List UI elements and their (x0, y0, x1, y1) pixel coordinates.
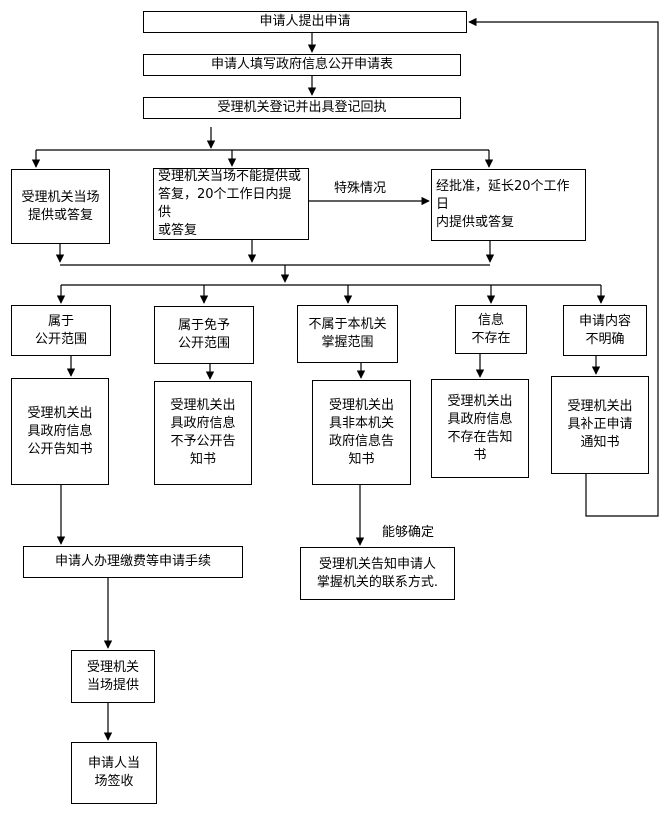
node-cat-not-held-text: 不属于本机关 掌握范围 (308, 317, 387, 350)
node-cat-exempt: 属于免予 公开范围 (154, 306, 254, 364)
node-sign-spot-text: 申请人当 场签收 (87, 756, 140, 789)
node-register-text: 受理机关登记并出具登记回执 (217, 100, 387, 115)
node-within-20: 受理机关当场不能提供或 答复，20个工作日内提供 或答复 (153, 168, 309, 240)
node-procedures-text: 申请人办理缴费等申请手续 (54, 554, 211, 569)
node-apply: 申请人提出申请 (143, 11, 467, 33)
node-procedures: 申请人办理缴费等申请手续 (23, 546, 243, 578)
node-cat-unclear-text: 申请内容 不明确 (578, 313, 631, 347)
node-cat-not-held: 不属于本机关 掌握范围 (297, 305, 398, 363)
node-notice-public-text: 受理机关出 具政府信息 公开告知书 (27, 405, 93, 457)
node-cat-unclear: 申请内容 不明确 (563, 305, 647, 356)
node-extend-20-text: 经批准，延长20个工作日 内提供或答复 (436, 179, 570, 230)
node-cat-not-exist: 信息 不存在 (455, 305, 527, 354)
node-register: 受理机关登记并出具登记回执 (143, 97, 461, 119)
node-notice-not-exist-text: 受理机关出 具政府信息 不存在告知 书 (447, 393, 513, 463)
node-notice-exempt: 受理机关出 具政府信息 不予公开告 知书 (154, 381, 252, 485)
node-on-spot: 受理机关当场 提供或答复 (11, 169, 110, 244)
node-provide-spot-text: 受理机关 当场提供 (86, 659, 139, 693)
node-cat-exempt-text: 属于免予 公开范围 (177, 318, 230, 351)
node-notice-not-held-text: 受理机关出 具非本机关 政府信息告 知书 (328, 397, 394, 467)
node-provide-spot: 受理机关 当场提供 (71, 650, 155, 703)
node-inform-contact: 受理机关告知申请人 掌握机关的联系方式. (300, 547, 455, 600)
feedback-loop-line (468, 17, 659, 517)
node-apply-text: 申请人提出申请 (259, 14, 351, 29)
node-sign-spot: 申请人当 场签收 (71, 742, 157, 804)
node-notice-correct-text: 受理机关出 具补正申请 通知书 (567, 399, 633, 450)
node-cat-public: 属于 公开范围 (11, 305, 111, 356)
label-can-determine: 能够确定 (382, 525, 435, 540)
node-within-20-text: 受理机关当场不能提供或 答复，20个工作日内提供 或答复 (158, 169, 302, 238)
node-notice-exempt-text: 受理机关出 具政府信息 不予公开告 知书 (170, 398, 236, 467)
node-notice-correct: 受理机关出 具补正申请 通知书 (551, 376, 649, 474)
node-inform-contact-text: 受理机关告知申请人 掌握机关的联系方式. (316, 556, 439, 590)
node-notice-not-held: 受理机关出 具非本机关 政府信息告 知书 (312, 380, 411, 485)
node-cat-public-text: 属于 公开范围 (34, 313, 87, 347)
node-fill-form: 申请人填写政府信息公开申请表 (143, 54, 461, 76)
node-on-spot-text: 受理机关当场 提供或答复 (21, 189, 100, 223)
node-fill-form-text: 申请人填写政府信息公开申请表 (210, 57, 393, 72)
node-extend-20: 经批准，延长20个工作日 内提供或答复 (431, 169, 586, 241)
node-cat-not-exist-text: 信息 不存在 (471, 312, 511, 346)
node-notice-not-exist: 受理机关出 具政府信息 不存在告知 书 (431, 379, 529, 478)
label-special-case: 特殊情况 (334, 181, 387, 196)
node-notice-public: 受理机关出 具政府信息 公开告知书 (11, 378, 109, 485)
